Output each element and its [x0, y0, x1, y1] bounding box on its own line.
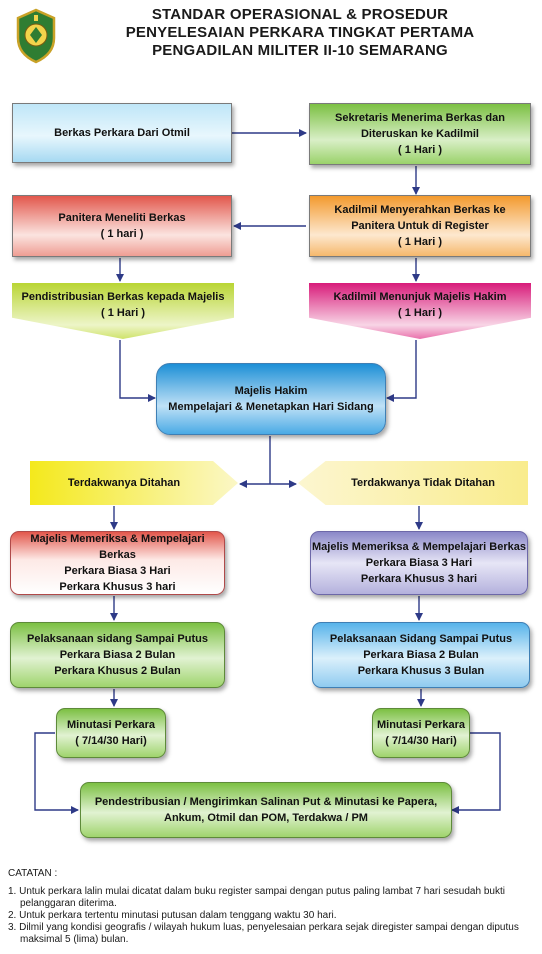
step-pelaksanaan-sidang-tidak-ditahan: Pelaksanaan Sidang Sampai Putus Perkara …: [312, 622, 530, 688]
notes-section: CATATAN : 1. Untuk perkara lalin mulai d…: [8, 868, 534, 946]
header: STANDAR OPERASIONAL & PROSEDUR PENYELESA…: [0, 0, 542, 78]
notes-heading: CATATAN :: [8, 868, 58, 879]
branch-terdakwa-ditahan: Terdakwanya Ditahan: [30, 461, 238, 505]
step-kadilmil-menunjuk: Kadilmil Menunjuk Majelis Hakim ( 1 Hari…: [309, 283, 531, 339]
step-majelis-hakim: Majelis Hakim Mempelajari & Menetapkan H…: [156, 363, 386, 435]
title-line-2: PENYELESAIAN PERKARA TINGKAT PERTAMA: [125, 24, 475, 41]
note-item-2: 2. Untuk perkara tertentu minutasi putus…: [8, 910, 337, 921]
step-label: Pelaksanaan Sidang Sampai Putus Perkara …: [329, 633, 513, 677]
step-minutasi-ditahan: Minutasi Perkara ( 7/14/30 Hari): [56, 708, 166, 758]
step-pendestribusian-salinan: Pendestribusian / Mengirimkan Salinan Pu…: [80, 782, 452, 838]
step-majelis-memeriksa-ditahan: Majelis Memeriksa & Mempelajari Berkas P…: [10, 531, 225, 595]
title-line-3: PENGADILAN MILITER II-10 SEMARANG: [152, 42, 448, 59]
step-panitera-meneliti: Panitera Meneliti Berkas ( 1 hari ): [12, 195, 232, 257]
step-label: Minutasi Perkara ( 7/14/30 Hari): [376, 719, 466, 747]
step-label: Pendestribusian / Mengirimkan Salinan Pu…: [94, 796, 438, 824]
note-item-3: 3. Dilmil yang kondisi geografis / wilay…: [8, 922, 519, 945]
step-label: Berkas Perkara Dari Otmil: [54, 127, 190, 139]
step-label: Kadilmil Menyerahkan Berkas ke Panitera …: [334, 204, 506, 248]
branch-terdakwa-tidak-ditahan: Terdakwanya Tidak Ditahan: [298, 461, 528, 505]
step-label: Minutasi Perkara ( 7/14/30 Hari): [66, 719, 156, 747]
step-kadilmil-menyerahkan: Kadilmil Menyerahkan Berkas ke Panitera …: [309, 195, 531, 257]
step-majelis-memeriksa-tidak-ditahan: Majelis Memeriksa & Mempelajari Berkas P…: [310, 531, 528, 595]
step-label: Pelaksanaan sidang Sampai Putus Perkara …: [27, 633, 208, 677]
step-label: Pendistribusian Berkas kepada Majelis ( …: [21, 291, 225, 319]
step-label: Majelis Hakim Mempelajari & Menetapkan H…: [168, 385, 374, 413]
step-label: Kadilmil Menunjuk Majelis Hakim ( 1 Hari…: [333, 291, 507, 319]
step-pendistribusian-majelis: Pendistribusian Berkas kepada Majelis ( …: [12, 283, 234, 339]
step-berkas-perkara-otmil: Berkas Perkara Dari Otmil: [12, 103, 232, 163]
step-label: Majelis Memeriksa & Mempelajari Berkas P…: [30, 533, 205, 593]
court-emblem-icon: [16, 8, 56, 64]
step-sekretaris-menerima: Sekretaris Menerima Berkas dan Diteruska…: [309, 103, 531, 165]
branch-label: Terdakwanya Ditahan: [67, 477, 181, 489]
title-line-1: STANDAR OPERASIONAL & PROSEDUR: [151, 6, 449, 23]
step-label: Panitera Meneliti Berkas ( 1 hari ): [58, 212, 186, 240]
step-label: Sekretaris Menerima Berkas dan Diteruska…: [335, 112, 505, 156]
step-pelaksanaan-sidang-ditahan: Pelaksanaan sidang Sampai Putus Perkara …: [10, 622, 225, 688]
step-label: Majelis Memeriksa & Mempelajari Berkas P…: [311, 541, 526, 585]
branch-label: Terdakwanya Tidak Ditahan: [351, 477, 495, 489]
note-item-1: 1. Untuk perkara lalin mulai dicatat dal…: [8, 886, 505, 909]
step-minutasi-tidak-ditahan: Minutasi Perkara ( 7/14/30 Hari): [372, 708, 470, 758]
